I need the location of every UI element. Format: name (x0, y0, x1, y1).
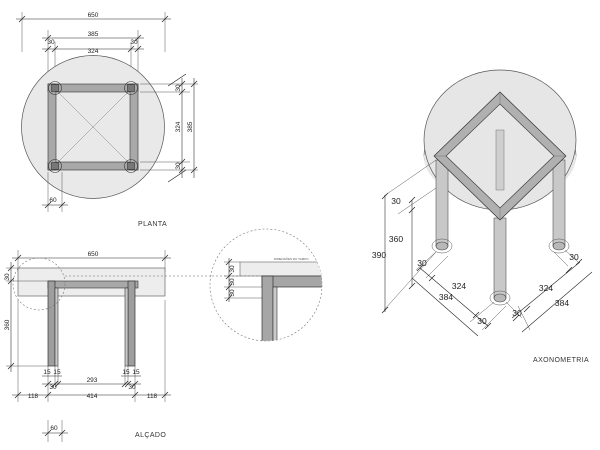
plan-dim-outer: 385 (88, 31, 99, 38)
detail-dim-2: 30 (229, 278, 236, 286)
axo-dim-total: 390 (372, 250, 386, 260)
axo-dim-right-outer: 384 (555, 298, 569, 308)
elevation-dim-leg-a2: 15 (53, 369, 61, 376)
axo-frame (433, 91, 567, 221)
plan-top-dimensions: 650 385 324 30 30 (16, 12, 171, 86)
plan-legs (48, 81, 138, 173)
plan-dim-right-top: 30 (175, 84, 182, 92)
elevation-detail-marker (12, 257, 66, 311)
elevation-left-dimensions: 30 360 (4, 262, 48, 372)
elevation-title: ALÇADO (135, 432, 166, 439)
detail-label: DIMENSÕES DO TAMPO (274, 256, 309, 261)
elevation-dim-leg-b1: 15 (122, 369, 130, 376)
axo-dim-right-a: 30 (512, 308, 522, 318)
axonometric-title: AXONOMETRIA (533, 357, 589, 364)
axo-dim-left-a: 30 (417, 258, 427, 268)
axo-left-dimensions: 30 324 384 30 (411, 251, 507, 337)
plan-dim-right-inner: 324 (175, 121, 182, 132)
axo-right-dimensions: 30 324 384 30 (505, 249, 593, 333)
plan-dim-left: 30 (47, 39, 55, 46)
elevation-view: 650 30 360 (4, 250, 212, 442)
elevation-dim-top: 30 (4, 273, 11, 281)
plan-leg-dimension: 60 (42, 172, 68, 212)
axonometric-view: 30 360 390 30 324 384 30 (372, 69, 593, 364)
elevation-leg-right (127, 280, 136, 367)
elevation-bottom-dimensions: 15 15 15 15 30 293 30 118 414 118 (12, 300, 171, 402)
plan-title: PLANTA (138, 221, 167, 228)
elevation-dim-leg-b-total: 30 (128, 384, 136, 391)
plan-view: 650 385 324 30 30 (16, 12, 198, 228)
elevation-dim-leg: 60 (50, 425, 58, 432)
elevation-leg-dimension: 60 (42, 420, 68, 442)
elevation-dim-left: 118 (28, 393, 39, 400)
elevation-rail (47, 280, 139, 289)
plan-dim-total: 650 (88, 12, 99, 19)
elevation-dim-inner: 293 (87, 377, 98, 384)
plan-dim-inner: 324 (88, 48, 99, 55)
elevation-dim-leg-a-total: 30 (49, 384, 57, 391)
elevation-leg-left (47, 280, 56, 367)
elevation-dim-leg-a1: 15 (43, 369, 51, 376)
plan-dim-right-outer: 385 (187, 121, 194, 132)
elevation-dim-height: 360 (4, 319, 11, 330)
axo-dim-height: 360 (389, 234, 403, 244)
axo-height-dimensions: 30 360 390 (372, 159, 437, 314)
axo-dim-top: 30 (391, 196, 401, 206)
plan-right-dimensions: 30 324 385 30 (140, 73, 198, 183)
plan-dim-right-bottom: 30 (175, 162, 182, 170)
axo-dim-left-b: 30 (477, 316, 487, 326)
axo-dim-right-inner: 324 (539, 283, 553, 293)
detail-dim-3: 30 (229, 289, 236, 297)
elevation-dim-total: 650 (88, 251, 99, 258)
elevation-dim-leg-b2: 15 (132, 369, 140, 376)
axo-dim-left-inner: 324 (452, 281, 466, 291)
detail-view: 30 30 30 DIMENSÕES DO TAMPO (209, 228, 323, 342)
detail-dim-1: 30 (229, 265, 236, 273)
elevation-dim-right: 118 (147, 393, 158, 400)
plan-frame (47, 83, 139, 171)
plan-dim-leg: 60 (49, 197, 57, 204)
plan-dim-right: 30 (130, 39, 138, 46)
axo-dim-left-outer: 384 (439, 292, 453, 302)
elevation-dim-middle: 414 (87, 393, 98, 400)
axo-dim-right-top: 30 (569, 252, 579, 262)
